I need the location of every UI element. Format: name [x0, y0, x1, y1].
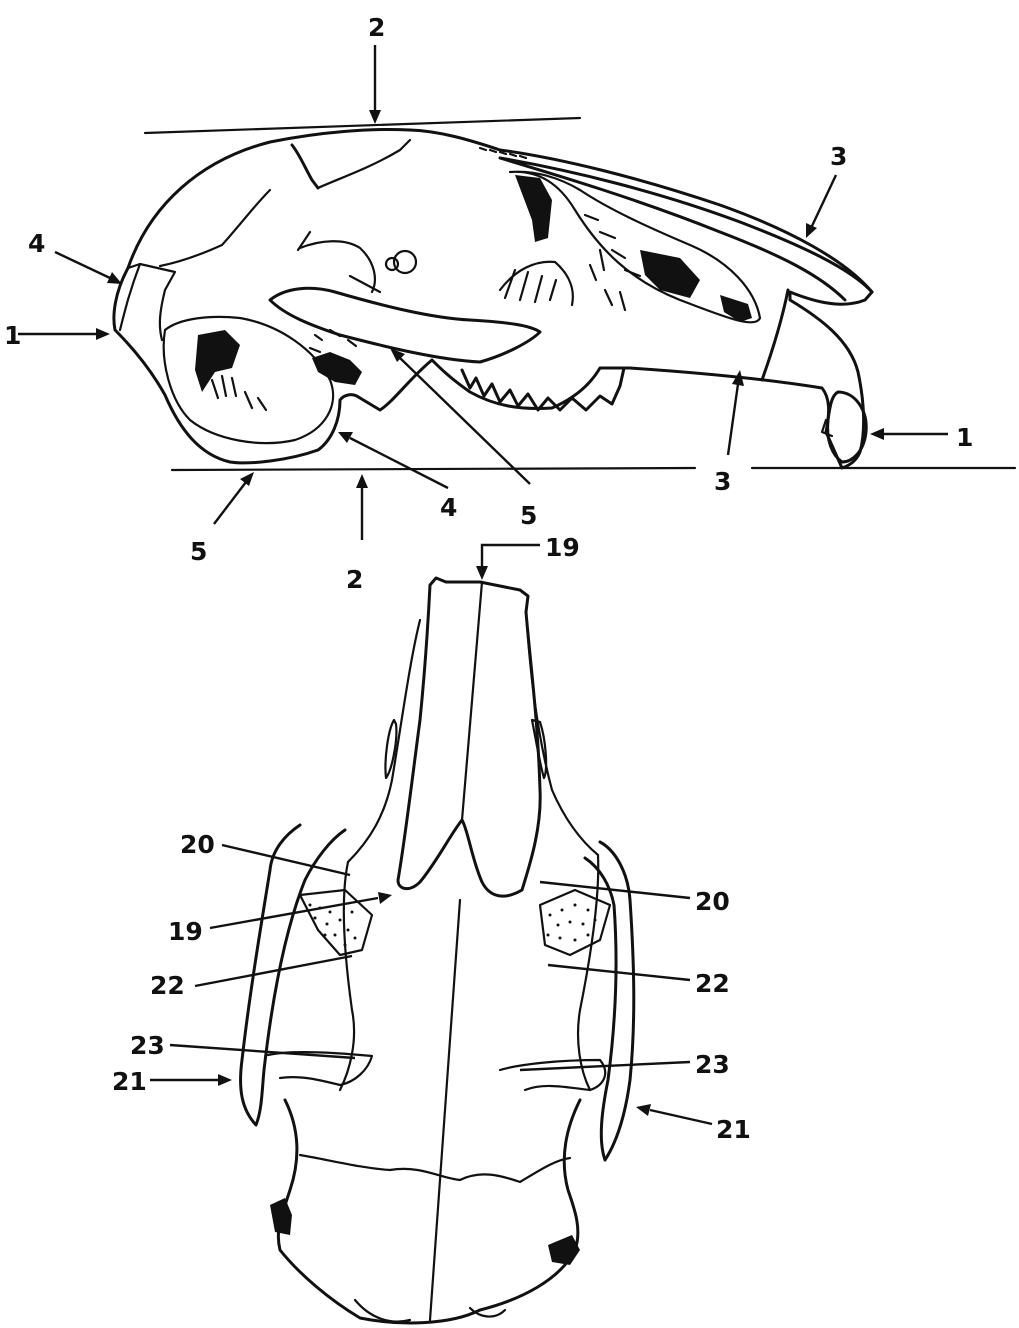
- label-3-bottom: 3: [714, 467, 731, 496]
- label-group-23-right: 23: [520, 1050, 730, 1079]
- molar-row: [462, 368, 624, 410]
- label-4-top: 4: [28, 229, 45, 258]
- label-group-19-top: 19: [476, 533, 580, 580]
- label-22-right: 22: [695, 969, 730, 998]
- label-19-top: 19: [545, 533, 580, 562]
- optic-foramen-inner: [386, 258, 398, 270]
- right-supraorbital: [540, 890, 610, 955]
- label-19-left: 19: [168, 917, 203, 946]
- fenestra-dark-3: [720, 295, 752, 322]
- cranium-outline: [278, 1100, 580, 1323]
- left-postorbital-process: [268, 1052, 372, 1085]
- premaxilla-suture: [762, 290, 788, 380]
- label-group-1-right: 1: [870, 423, 973, 452]
- bottom-reference-line-left: [172, 468, 695, 470]
- label-5-left: 5: [190, 537, 207, 566]
- label-group-3-top: 3: [806, 142, 847, 238]
- label-3-top: 3: [830, 142, 847, 171]
- label-group-22-right: 22: [548, 965, 730, 998]
- label-2-bottom: 2: [346, 565, 363, 594]
- left-bulla-dark: [270, 1198, 292, 1235]
- basisphenoid-dark: [312, 352, 362, 385]
- label-group-4-bottom: 4: [338, 432, 457, 522]
- label-1-left: 1: [4, 321, 21, 350]
- label-group-20-left: 20: [180, 830, 350, 875]
- right-bulla-dark: [548, 1235, 580, 1265]
- palatine-teeth-cluster: [500, 262, 573, 305]
- label-group-21-left: 21: [112, 1067, 232, 1096]
- label-group-3-bottom: 3: [714, 370, 744, 496]
- label-group-5-left: 5: [190, 472, 254, 566]
- lateral-skull-outline: [114, 130, 872, 469]
- fenestra-dark-2: [640, 250, 700, 298]
- label-group-2-top: 2: [368, 13, 385, 124]
- bulla-marks: [212, 376, 266, 410]
- coronal-suture: [292, 145, 318, 188]
- label-22-left: 22: [150, 971, 185, 1000]
- label-5-right: 5: [520, 501, 537, 530]
- label-group-4-top: 4: [28, 229, 122, 284]
- label-2-top: 2: [368, 13, 385, 42]
- fenestra-dark-1: [515, 175, 552, 242]
- zygomatic-arch: [270, 288, 540, 362]
- left-supraorbital: [300, 890, 372, 955]
- label-group-1-left: 1: [4, 321, 110, 350]
- label-21-right: 21: [716, 1115, 751, 1144]
- fenestra-marks: [585, 215, 640, 310]
- parietal-suture: [160, 140, 410, 266]
- lambdoid-suture: [300, 1155, 570, 1182]
- label-4-bottom: 4: [440, 493, 457, 522]
- frontal-bones: [340, 855, 598, 1090]
- label-group-2-bottom: 2: [346, 474, 368, 594]
- label-23-right: 23: [695, 1050, 730, 1079]
- label-23-left: 23: [130, 1031, 165, 1060]
- label-group-20-right: 20: [540, 882, 730, 916]
- label-20-left: 20: [180, 830, 215, 859]
- label-group-19-left: 19: [168, 892, 392, 946]
- label-20-right: 20: [695, 887, 730, 916]
- lateral-skull-view: 1 1 2 2 3 3 4: [4, 13, 1015, 594]
- orbit-outline: [298, 232, 380, 292]
- nasal-midline: [462, 582, 482, 820]
- label-1-right: 1: [956, 423, 973, 452]
- supraorbital-stipple: [309, 904, 597, 947]
- dorsal-skull-view: 19 19 20 20 22 22 23 23: [112, 533, 751, 1323]
- left-maxilla: [348, 620, 420, 862]
- label-group-21-right: 21: [636, 1104, 751, 1144]
- sagittal-suture: [430, 900, 460, 1320]
- label-21-left: 21: [112, 1067, 147, 1096]
- incisor: [828, 392, 867, 462]
- tympanic-bulla: [164, 317, 333, 443]
- right-postorbital-process: [500, 1060, 605, 1090]
